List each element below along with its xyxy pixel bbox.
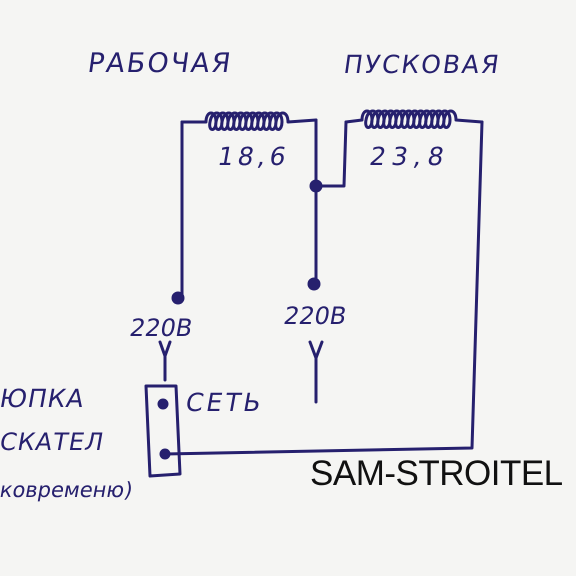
junction-link [314,120,348,188]
button-label-line2: СКАТЕЛ [0,428,107,456]
junction-dot-common [309,179,323,193]
network-label: СЕТЬ [183,388,267,417]
voltage-label-left: 220В [127,314,195,342]
start-return-lead [163,120,484,456]
junction-dot-middle [307,277,321,291]
working-winding-coil [180,111,318,131]
junction-dot-left [171,291,185,305]
working-winding-label: РАБОЧАЯ [85,48,235,79]
push-button-box [144,384,182,478]
voltage-label-middle: 220В [281,302,349,330]
button-dot-top [157,398,169,410]
starting-winding-coil [344,109,484,129]
watermark: SAM-STROITEL [310,454,563,493]
working-winding-value: 18,6 [215,142,293,171]
starting-winding-label: ПУСКОВАЯ [341,50,503,79]
button-label-line1: ЮПКА [0,384,88,413]
button-dot-bottom [159,448,171,460]
plug-prong-middle [308,340,324,404]
button-label-line3: ковременю) [0,478,135,502]
starting-winding-value: 23,8 [367,142,453,171]
plug-prong-left [158,340,172,382]
